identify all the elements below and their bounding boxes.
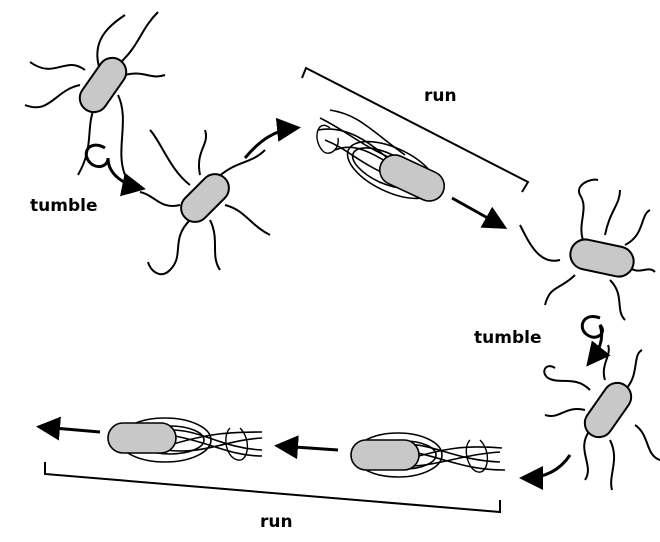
run-arrow-top [451,196,508,229]
tumble-curl-arrow-1 [84,143,146,197]
bacterium-run-2 [350,432,506,478]
bacterium-tumble-3 [519,178,656,321]
bacterium-run-3 [107,417,263,463]
bacterium-tumble-2 [139,129,271,276]
run-arrow-bottom-2 [36,416,101,441]
label-tumble-right: tumble [474,328,542,348]
run-bracket-bottom [44,462,501,514]
bacterium-tumble-1 [24,11,166,176]
arc-arrow-2 [519,454,572,490]
label-tumble-top: tumble [30,196,98,216]
run-bracket-top [301,66,530,193]
tumble-curl-arrow-2 [580,315,611,367]
bacterium-tumble-4 [543,344,660,491]
arc-arrow-1 [243,117,301,159]
run-arrow-bottom-1 [274,435,339,460]
bacterium-run-1 [316,109,446,202]
label-run-bottom: run [260,512,293,532]
label-run-top: run [424,86,457,106]
